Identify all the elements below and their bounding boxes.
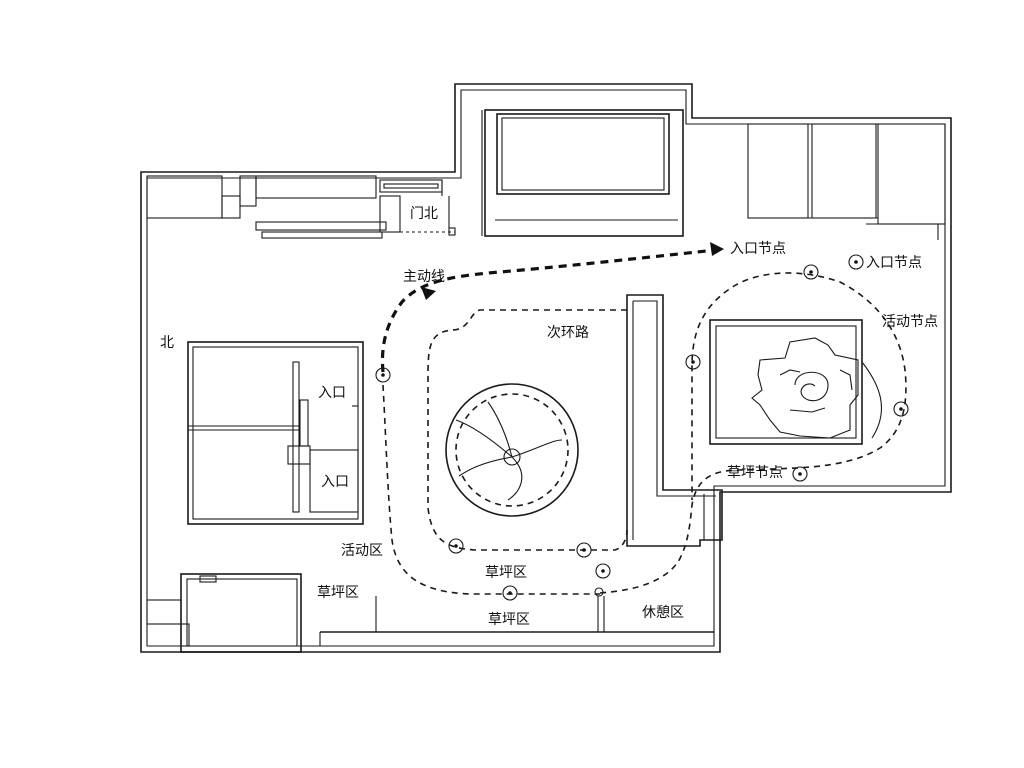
top-left-walls	[146, 175, 456, 239]
activity-loop-path	[599, 272, 907, 594]
main-route-arrow-end	[710, 242, 724, 256]
sculpture-room	[709, 319, 882, 445]
top-center-block	[481, 109, 684, 237]
label-activity-zone: 活动区	[341, 543, 383, 559]
node-marker	[502, 585, 518, 601]
node-marker	[375, 367, 391, 383]
main-route	[380, 242, 724, 373]
node-marker-small	[594, 587, 604, 597]
label-north: 北	[160, 335, 174, 351]
node-marker	[803, 264, 819, 280]
node-marker	[448, 538, 464, 554]
label-lawn-node: 草坪节点	[727, 465, 783, 481]
label-activity-node: 活动节点	[882, 314, 938, 330]
secondary-loop-path	[427, 309, 628, 551]
main-route-arrow-mid	[421, 287, 436, 300]
node-markers	[375, 254, 909, 601]
top-right-rooms	[747, 123, 946, 240]
left-building	[187, 341, 364, 525]
node-marker	[685, 354, 701, 370]
label-entrance-node-1: 入口节点	[730, 241, 786, 257]
node-marker	[792, 466, 808, 482]
label-rest-zone: 休憩区	[642, 604, 684, 621]
label-entrance-upper: 入口	[318, 385, 346, 401]
node-marker	[848, 254, 864, 270]
label-main-route: 主动线	[403, 269, 445, 285]
label-lawn-zone-bottom: 草坪区	[488, 612, 530, 628]
label-entrance-lower: 入口	[321, 474, 349, 490]
central-circle-feature	[445, 383, 579, 517]
bottom-walls	[319, 494, 714, 646]
label-door-north: 门北	[410, 206, 438, 222]
outer-boundary	[140, 83, 952, 653]
label-secondary-loop: 次环路	[547, 325, 589, 341]
bottom-left-building	[146, 573, 302, 653]
label-entrance-node-2: 入口节点	[866, 255, 922, 271]
label-lawn-zone-left: 草坪区	[317, 585, 359, 601]
label-lawn-zone-center: 草坪区	[485, 565, 527, 581]
lower-loop-path	[382, 384, 600, 595]
node-marker	[595, 563, 611, 579]
node-marker	[576, 542, 592, 558]
node-marker	[893, 401, 909, 417]
center-l-wall	[626, 294, 723, 547]
